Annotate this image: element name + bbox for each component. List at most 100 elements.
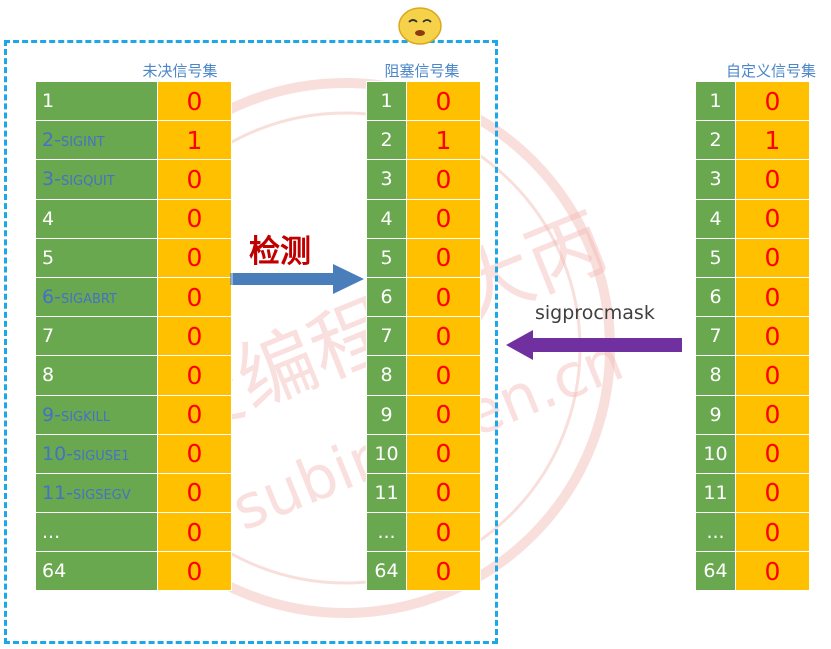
signal-bit-value: 0 — [406, 198, 481, 239]
signal-bit-value: 0 — [157, 512, 232, 553]
custom-row: 64 0 — [695, 551, 810, 592]
signal-number-cell: 64 — [35, 551, 158, 592]
signal-number-cell: 9 — [366, 394, 407, 435]
signal-bit-value: 0 — [157, 551, 232, 592]
signal-number-cell: 6 — [695, 276, 736, 318]
signal-number: ... — [377, 521, 396, 544]
signal-name: SIGSEGV — [73, 487, 131, 503]
signal-number-cell: 11-SIGSEGV — [35, 472, 158, 514]
blocked-set-title: 阻塞信号集 — [384, 62, 460, 80]
signal-bit-value: 0 — [406, 159, 481, 200]
signal-bit-value: 1 — [157, 120, 232, 161]
custom-row: ... 0 — [695, 512, 810, 553]
signal-bit-value: 0 — [157, 276, 232, 318]
signal-bit-value: 0 — [735, 237, 810, 278]
signal-number: ... — [42, 521, 61, 544]
signal-number-cell: 11 — [366, 472, 407, 514]
signal-number: 11 — [374, 481, 399, 504]
signal-bit-value: 0 — [406, 551, 481, 592]
signal-number-cell: 9 — [695, 394, 736, 435]
signal-number: 4 — [380, 207, 393, 230]
signal-number: 5 — [42, 246, 55, 269]
signal-number: 8 — [709, 364, 722, 387]
signal-number: 5 — [709, 246, 722, 269]
signal-bit-value: 0 — [406, 80, 481, 122]
signal-name: SIGINT — [60, 135, 105, 151]
signal-number: 1 — [42, 90, 55, 113]
signal-bit-value: 0 — [735, 472, 810, 514]
signal-number: 4 — [709, 207, 722, 230]
signal-number-cell: 2-SIGINT — [35, 120, 158, 161]
signal-number-cell: ... — [35, 512, 158, 553]
signal-number: 6 — [709, 286, 722, 309]
signal-bit-value: 0 — [406, 276, 481, 318]
signal-number: 64 — [374, 560, 399, 583]
signal-bit-value: 0 — [735, 551, 810, 592]
signal-number-cell: 10 — [695, 433, 736, 474]
signal-name: SIGABRT — [60, 292, 117, 308]
signal-number-cell: 11 — [695, 472, 736, 514]
signal-number: 8 — [42, 364, 55, 387]
signal-number: 10 — [703, 442, 728, 465]
signal-bit-value: 0 — [735, 512, 810, 553]
signal-number: 1 — [380, 90, 393, 113]
signal-bit-value: 0 — [157, 394, 232, 435]
signal-bit-value: 0 — [406, 355, 481, 396]
signal-bit-value: 0 — [735, 394, 810, 435]
custom-set-title: 自定义信号集 — [725, 62, 816, 80]
signal-number: 2 — [709, 129, 722, 152]
signal-number: ... — [706, 521, 725, 544]
signal-number: 3 — [380, 168, 393, 191]
blocked-row: 64 0 — [366, 551, 481, 592]
pending-set-title: 未决信号集 — [142, 62, 218, 80]
signal-number-cell: 8 — [366, 355, 407, 396]
signal-number: 64 — [703, 560, 728, 583]
signal-number: 4 — [42, 207, 55, 230]
signal-name: SIGUSE1 — [73, 448, 130, 464]
signal-bit-value: 0 — [735, 198, 810, 239]
signal-number-cell: 3 — [366, 159, 407, 200]
signal-number-cell: 3 — [695, 159, 736, 200]
signal-bit-value: 0 — [735, 355, 810, 396]
signal-bit-value: 0 — [157, 316, 232, 357]
detect-arrow — [230, 264, 364, 294]
signal-number-cell: 6 — [366, 276, 407, 318]
signal-bit-value: 0 — [406, 316, 481, 357]
signal-number: 10- — [42, 442, 74, 465]
signal-number-cell: 4 — [366, 198, 407, 239]
signal-number-cell: 64 — [695, 551, 736, 592]
signal-bit-value: 0 — [735, 80, 810, 122]
signal-number-cell: 1 — [35, 80, 158, 122]
signal-number-cell: 5 — [366, 237, 407, 278]
signal-number-cell: 1 — [695, 80, 736, 122]
detect-label: 检测 — [249, 234, 311, 270]
signal-number: 7 — [42, 325, 55, 348]
signal-number: 5 — [380, 246, 393, 269]
signal-number: 3 — [709, 168, 722, 191]
